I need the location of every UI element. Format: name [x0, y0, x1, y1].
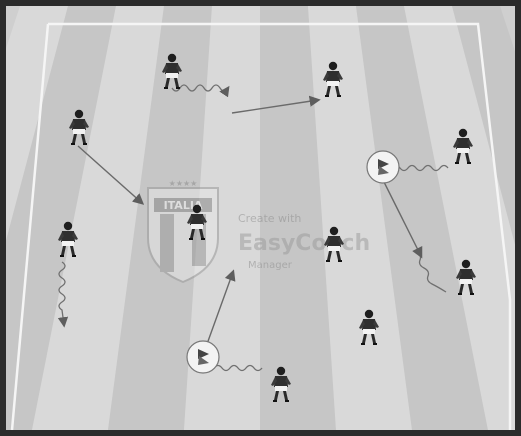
crest-stars: ★★★★	[169, 179, 198, 188]
cone-marker-icon	[187, 341, 219, 373]
watermark-line-2: EasyCoach	[238, 231, 370, 256]
italia-crest: ★★★★ ITALIA	[148, 179, 218, 282]
watermark-line-3: Manager	[248, 260, 293, 271]
watermark-line-1: Create with	[238, 212, 301, 225]
cone-marker-icon	[367, 151, 399, 183]
